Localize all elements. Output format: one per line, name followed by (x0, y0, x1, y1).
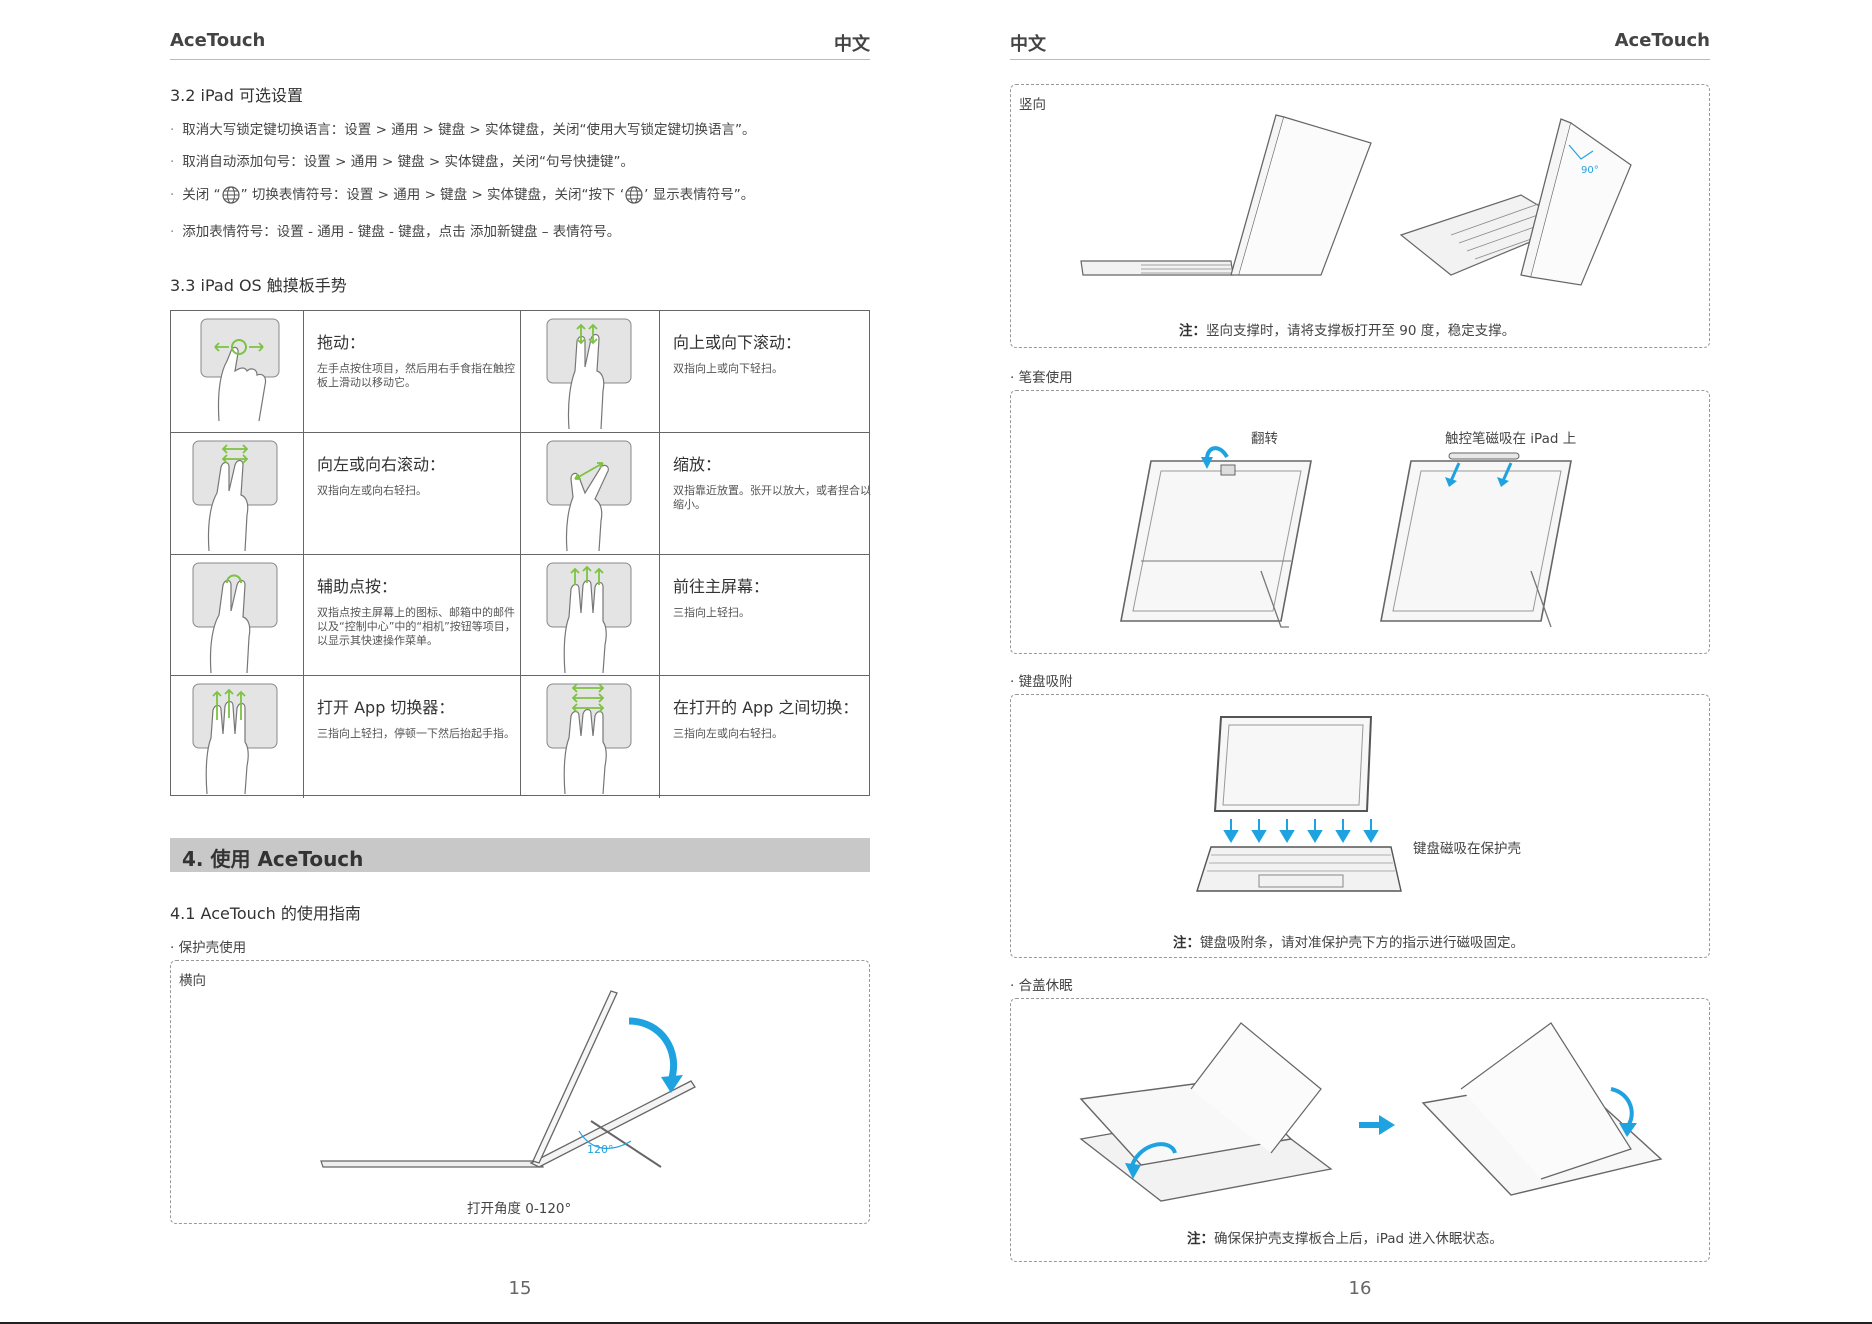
gesture-desc: 三指向上轻扫。 (673, 606, 750, 619)
sleep-illustration (1079, 1022, 1663, 1202)
keyboard-illustration (1196, 716, 1402, 892)
brand-name: AceTouch (1614, 30, 1710, 51)
page-number: 16 (1348, 1278, 1372, 1299)
keyboard-section-title: · 键盘吸附 (1010, 674, 1073, 690)
landscape-label: 横向 (179, 973, 206, 989)
bullet-item: ·添加表情符号：设置 - 通用 - 键盘 - 键盘，点击 添加新键盘 – 表情符… (170, 224, 621, 240)
subsection-case-use: · 保护壳使用 (170, 940, 247, 956)
gesture-title: 在打开的 App 之间切换： (673, 698, 859, 717)
angle-label-120: 120° (587, 1143, 614, 1156)
section-3-2-title: 3.2 iPad 可选设置 (170, 86, 303, 105)
landscape-box: 横向 120° 打开角度 0-120° (170, 960, 870, 1224)
gesture-cell: 在打开的 App 之间切换： 三指向左或向右轻扫。 (521, 676, 871, 798)
gesture-title: 前往主屏幕： (673, 577, 770, 596)
gesture-table: 拖动： 左手点按住项目，然后用右手食指在触控板上滑动以移动它。 向上或向下滚动： 双… (170, 310, 871, 798)
gesture-scroll-horizontal-icon (171, 433, 304, 555)
keyboard-caption: 注：键盘吸附条，请对准保护壳下方的指示进行磁吸固定。 (1173, 935, 1524, 951)
bottom-rule (0, 1322, 1872, 1324)
globe-icon (625, 186, 643, 204)
gesture-cell: 拖动： 左手点按住项目，然后用右手食指在触控板上滑动以移动它。 (171, 311, 521, 433)
bullet-item: ·取消自动添加句号：设置 > 通用 > 键盘 > 实体键盘，关闭“句号快捷键”。 (170, 154, 634, 170)
chapter-banner: 4. 使用 AceTouch (170, 838, 870, 872)
landscape-illustration: 120° (320, 990, 696, 1168)
gesture-cell: 缩放： 双指靠近放置。张开以放大，或者捏合以缩小。 (521, 433, 871, 555)
gesture-cell: 前往主屏幕： 三指向上轻扫。 (521, 555, 871, 677)
gesture-home-icon (521, 555, 660, 677)
language-label: 中文 (834, 34, 870, 55)
pen-box: 翻转 触控笔磁吸在 iPad 上 (1010, 390, 1710, 654)
section-4-1-title: 4.1 AceTouch 的使用指南 (170, 904, 361, 923)
page-number: 15 (508, 1278, 532, 1299)
gesture-desc: 双指向左或向右轻扫。 (317, 484, 427, 497)
flip-label: 翻转 (1251, 431, 1278, 447)
gesture-cell: 打开 App 切换器： 三指向上轻扫，停顿一下然后抬起手指。 (171, 676, 521, 798)
gesture-desc: 三指向左或向右轻扫。 (673, 727, 783, 740)
gesture-cell: 向上或向下滚动： 双指向上或向下轻扫。 (521, 311, 871, 433)
gesture-desc: 双指靠近放置。张开以放大，或者捏合以缩小。 (673, 484, 871, 511)
pen-attach-label: 触控笔磁吸在 iPad 上 (1445, 431, 1577, 447)
gesture-desc: 三指向上轻扫，停顿一下然后抬起手指。 (317, 727, 515, 740)
portrait-label: 竖向 (1019, 97, 1046, 113)
page-header: AceTouch 中文 (170, 30, 870, 60)
gesture-title: 辅助点按： (317, 577, 398, 596)
page-16: 中文 AceTouch 竖向 90° 注：竖向支撑时，请将支撑板打开至 90 度… (1010, 0, 1710, 1324)
gesture-title: 打开 App 切换器： (317, 698, 455, 717)
keyboard-attach-label: 键盘磁吸在保护壳 (1413, 841, 1521, 857)
gesture-desc: 双指向上或向下轻扫。 (673, 362, 783, 375)
sleep-box: 注：确保保护壳支撑板合上后，iPad 进入休眠状态。 (1010, 998, 1710, 1262)
gesture-drag-icon (171, 311, 304, 433)
landscape-caption: 打开角度 0-120° (467, 1201, 572, 1217)
language-label: 中文 (1010, 34, 1046, 55)
gesture-scroll-vertical-icon (521, 311, 660, 433)
brand-name: AceTouch (170, 30, 266, 51)
keyboard-box: 键盘磁吸在保护壳 注：键盘吸附条，请对准保护壳下方的指示进行磁吸固定。 (1010, 694, 1710, 958)
portrait-illustration: 90° (1080, 114, 1632, 286)
pen-illustration (1120, 446, 1572, 628)
gesture-desc: 左手点按住项目，然后用右手食指在触控板上滑动以移动它。 (317, 362, 515, 389)
page-header: 中文 AceTouch (1010, 30, 1710, 60)
gesture-title: 缩放： (673, 455, 722, 474)
gesture-title: 拖动： (317, 333, 366, 352)
globe-icon (221, 186, 240, 204)
gesture-title: 向上或向下滚动： (673, 333, 802, 352)
gesture-switch-apps-icon (521, 676, 660, 798)
gesture-cell: 辅助点按： 双指点按主屏幕上的图标、邮箱中的邮件以及“控制中心”中的“相机”按钮等… (171, 555, 521, 677)
sleep-section-title: · 合盖休眠 (1010, 978, 1073, 994)
bullet-item: ·关闭 “” 切换表情符号：设置 > 通用 > 键盘 > 实体键盘，关闭“按下 … (170, 186, 755, 204)
gesture-secondary-click-icon (171, 555, 304, 677)
page-15: AceTouch 中文 3.2 iPad 可选设置 ·取消大写锁定键切换语言：设… (170, 0, 871, 1324)
section-3-3-title: 3.3 iPad OS 触摸板手势 (170, 276, 347, 295)
pen-section-title: · 笔套使用 (1010, 370, 1073, 386)
gesture-zoom-icon (521, 433, 660, 555)
portrait-box: 竖向 90° 注：竖向支撑时，请将支撑板打开至 90 度，稳定支撑。 (1010, 84, 1710, 348)
angle-label-90: 90° (1581, 165, 1599, 176)
gesture-cell: 向左或向右滚动： 双指向左或向右轻扫。 (171, 433, 521, 555)
bullet-item: ·取消大写锁定键切换语言：设置 > 通用 > 键盘 > 实体键盘，关闭“使用大写… (170, 122, 756, 138)
sleep-caption: 注：确保保护壳支撑板合上后，iPad 进入休眠状态。 (1187, 1231, 1503, 1247)
gesture-desc: 双指点按主屏幕上的图标、邮箱中的邮件以及“控制中心”中的“相机”按钮等项目，以显… (317, 606, 516, 647)
gesture-title: 向左或向右滚动： (317, 455, 446, 474)
gesture-app-switcher-icon (171, 676, 304, 798)
portrait-caption: 注：竖向支撑时，请将支撑板打开至 90 度，稳定支撑。 (1179, 323, 1516, 339)
